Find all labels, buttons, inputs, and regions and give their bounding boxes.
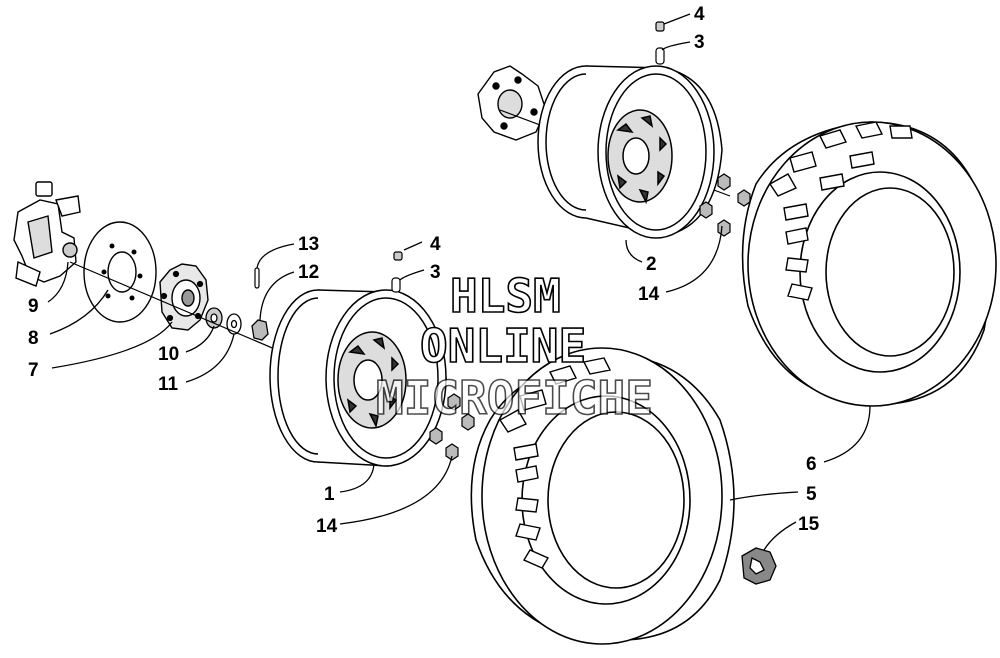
rim-front [269, 289, 447, 467]
cotter-pin [254, 267, 260, 289]
hub-bearing [205, 307, 223, 329]
callout-15: 15 [798, 514, 820, 535]
callout-13: 13 [298, 234, 319, 255]
lug-nuts-rear [699, 173, 751, 237]
callout-11: 11 [158, 374, 179, 395]
valve-stem-front [391, 251, 403, 293]
watermark: HLSM ONLINE MICROFICHE [375, 268, 654, 426]
callout-5: 5 [806, 484, 817, 505]
callout-14-rear: 14 [638, 284, 660, 305]
steering-knuckle [13, 181, 81, 287]
brake-disc [83, 221, 157, 323]
leader-lines [47, 13, 871, 551]
hub-nut [251, 319, 269, 341]
callouts: 9 8 7 10 11 13 12 4 3 1 14 4 3 2 14 6 5 … [28, 4, 820, 537]
callout-3-rear: 3 [694, 32, 705, 53]
callout-1: 1 [324, 484, 335, 505]
callout-10: 10 [158, 344, 179, 365]
callout-4-front: 4 [430, 234, 441, 255]
rim-rear [537, 65, 723, 239]
lug-nuts-front [429, 393, 475, 461]
watermark-line1: HLSM [450, 269, 561, 323]
hub-washer [226, 313, 242, 335]
rear-hub-bracket [477, 65, 547, 141]
callout-2: 2 [646, 254, 657, 275]
callout-14-front: 14 [316, 516, 338, 537]
callout-8: 8 [28, 328, 39, 349]
tire-rear [741, 121, 997, 407]
callout-7: 7 [28, 360, 39, 381]
wheel-cap [741, 547, 777, 585]
valve-stem-rear [655, 21, 665, 65]
tire-front [470, 347, 735, 645]
watermark-line2: ONLINE [420, 319, 586, 373]
wheel-hub [159, 263, 209, 331]
callout-4-rear: 4 [694, 4, 705, 25]
callout-6: 6 [806, 454, 817, 475]
callout-3-front: 3 [430, 262, 441, 283]
callout-9: 9 [28, 296, 39, 317]
callout-12: 12 [298, 262, 319, 283]
watermark-line3: MICROFICHE [376, 371, 653, 425]
